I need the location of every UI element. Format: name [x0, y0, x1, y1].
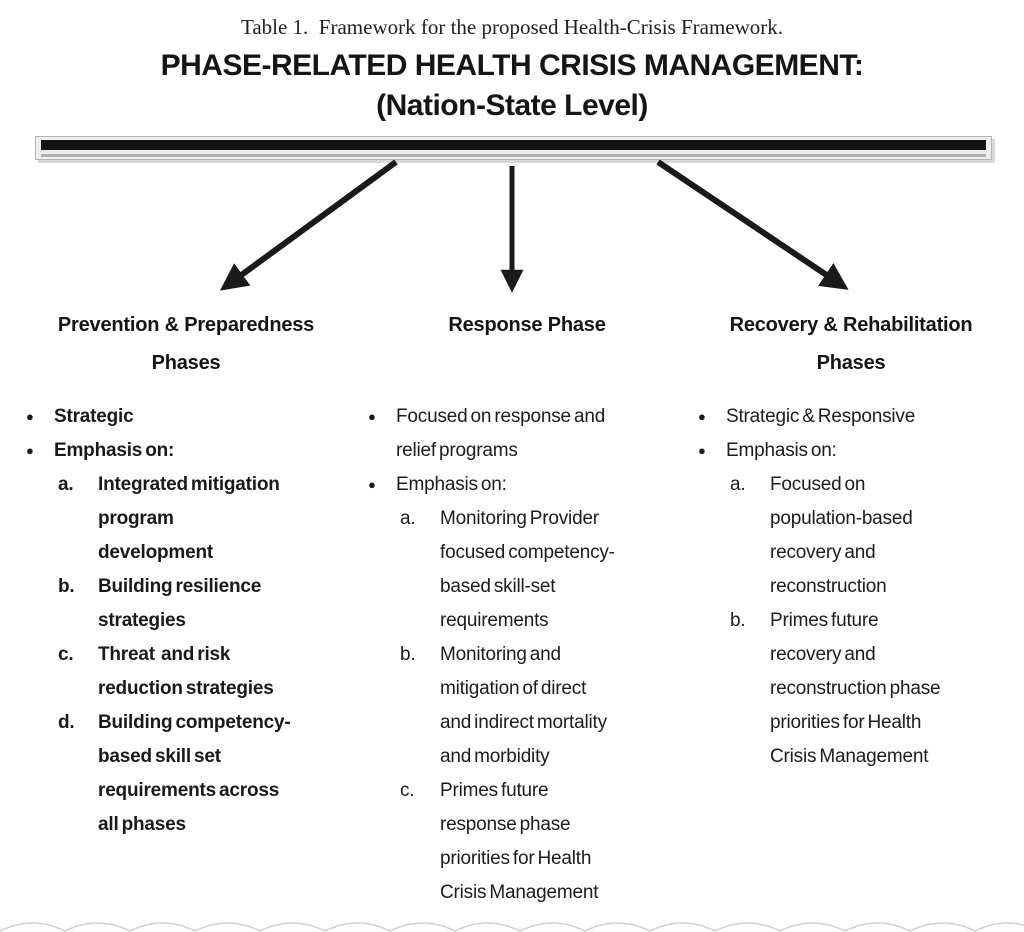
lettered-item-label: a. [400, 508, 416, 529]
bullet-item-text: Strategic & Responsive [726, 406, 916, 427]
bullet-item-text: Emphasis on: [396, 474, 507, 495]
lettered-item-text: Primes future response phase priorities … [440, 780, 599, 903]
lettered-item-text: Building competency- based skill set req… [98, 712, 291, 835]
column-response: Response Phase ● Focused on response and r… [362, 300, 692, 910]
bullet-item: ● Emphasis on: [20, 434, 352, 468]
column-list-recovery-rehabilitation: ● Strategic & Responsive ● Emphasis on: a. Fo… [692, 400, 1010, 774]
bullet-item-text: Emphasis on: [54, 440, 175, 461]
lettered-item-label: a. [730, 474, 746, 495]
lettered-item: a. Monitoring Provider focused competency… [400, 502, 692, 638]
column-header-recovery-rehabilitation: Recovery & Rehabilitation Phases [729, 314, 973, 374]
lettered-item-text: Focused on population-based recovery and… [770, 474, 913, 597]
lettered-item-label: b. [400, 644, 416, 665]
bullet-item: ● Emphasis on: [692, 434, 1010, 468]
arrow-down-right-icon [656, 160, 849, 290]
divider-bar [35, 136, 992, 160]
main-title-line2: (Nation-State Level) [376, 89, 648, 122]
lettered-item: c. Primes future response phase prioritie… [400, 774, 692, 910]
lettered-item: a. Focused on population-based recovery a… [730, 468, 1010, 604]
branch-arrows [219, 160, 849, 293]
bullet-item: ● Strategic [20, 400, 352, 434]
bullet-item: ● Strategic & Responsive [692, 400, 1010, 434]
column-prevention-preparedness: Prevention & Preparedness Phases ● Strateg… [20, 300, 352, 910]
lettered-item: b. Building resilience strategies [58, 570, 352, 638]
main-title-line1: PHASE-RELATED HEALTH CRISIS MANAGEMENT: [160, 49, 864, 82]
lettered-item-label: d. [58, 712, 75, 733]
scallop-border [0, 920, 1024, 932]
bullet-icon: ● [698, 409, 706, 424]
main-title: PHASE-RELATED HEALTH CRISIS MANAGEMENT: … [0, 46, 1024, 126]
bullet-icon: ● [698, 443, 706, 458]
column-list-response: ● Focused on response and relief programs… [362, 400, 692, 910]
divider-bar-gray-line [41, 154, 986, 157]
column-header-response: Response Phase [448, 314, 606, 336]
lettered-item-text: Monitoring Provider focused competency- … [440, 508, 615, 631]
bullet-icon: ● [26, 443, 34, 458]
bullet-icon: ● [368, 477, 376, 492]
lettered-item-label: c. [400, 780, 415, 801]
lettered-item-label: b. [58, 576, 75, 597]
column-header-prevention-preparedness: Prevention & Preparedness Phases [57, 314, 315, 374]
bullet-item: ● Focused on response and relief programs [362, 400, 692, 468]
lettered-item-text: Monitoring and mitigation of direct and … [440, 644, 607, 767]
column-recovery-rehabilitation: Recovery & Rehabilitation Phases ● Strateg… [692, 300, 1010, 910]
bullet-icon: ● [368, 409, 376, 424]
lettered-item: a. Integrated mitigation program developm… [58, 468, 352, 570]
lettered-item-text: Integrated mitigation program developmen… [98, 474, 280, 563]
column-list-prevention-preparedness: ● Strategic ● Emphasis on: a. Integrated miti… [20, 400, 352, 842]
lettered-item-text: Building resilience strategies [98, 576, 262, 631]
lettered-item: b. Primes future recovery and reconstruct… [730, 604, 1010, 774]
lettered-item-label: c. [58, 644, 74, 665]
bullet-item-text: Emphasis on: [726, 440, 837, 461]
lettered-item: d. Building competency- based skill set r… [58, 706, 352, 842]
bullet-item-text: Focused on response and relief programs [396, 406, 606, 461]
bullet-icon: ● [26, 409, 34, 424]
arrow-down-left-icon [219, 160, 398, 291]
lettered-item-label: a. [58, 474, 74, 495]
lettered-item: b. Monitoring and mitigation of direct an… [400, 638, 692, 774]
lettered-item: c. Threat and risk reduction strategies [58, 638, 352, 706]
bullet-item-text: Strategic [54, 406, 134, 427]
divider-bar-black-band [41, 140, 986, 150]
lettered-item-label: b. [730, 610, 746, 631]
table-caption: Table 1. Framework for the proposed Heal… [240, 15, 784, 39]
lettered-item-text: Threat and risk reduction strategies [98, 644, 274, 699]
lettered-item-text: Primes future recovery and reconstructio… [770, 610, 941, 767]
bullet-item: ● Emphasis on: [362, 468, 692, 502]
phase-columns: Prevention & Preparedness Phases ● Strateg… [0, 300, 1024, 910]
